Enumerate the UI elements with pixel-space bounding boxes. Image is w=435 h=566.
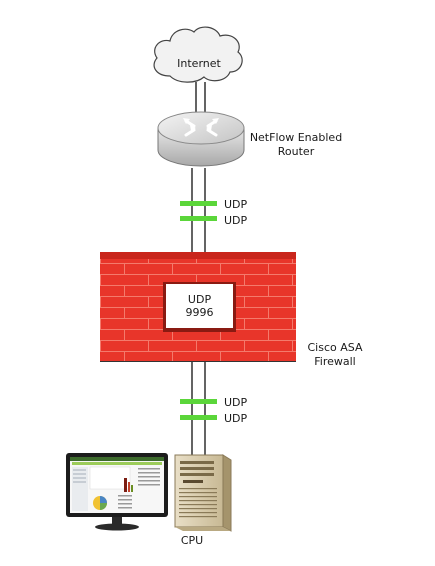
udp-flow-label: UDP — [224, 214, 248, 227]
upper-flow-markers — [180, 201, 217, 221]
firewall-label-line2: Firewall — [314, 355, 356, 368]
brick-wall-icon — [100, 252, 296, 362]
udp-flow-label: UDP — [224, 198, 248, 211]
udp-flow-label: UDP — [224, 412, 248, 425]
router-icon — [157, 111, 245, 167]
connection-lines — [191, 82, 206, 455]
monitor-icon — [66, 453, 168, 531]
router-label-line1: NetFlow Enabled — [249, 131, 343, 144]
firewall-port-protocol: UDP — [187, 293, 212, 306]
cloud-icon — [153, 26, 243, 83]
firewall-port-number: 9996 — [185, 306, 214, 319]
firewall-label-line1: Cisco ASA — [307, 341, 363, 354]
internet-label: Internet — [177, 57, 221, 70]
tower-pc-icon — [174, 454, 232, 532]
lower-flow-markers — [180, 399, 217, 420]
router-label-line2: Router — [277, 145, 315, 158]
cpu-label: CPU — [180, 534, 204, 547]
udp-flow-label: UDP — [224, 396, 248, 409]
